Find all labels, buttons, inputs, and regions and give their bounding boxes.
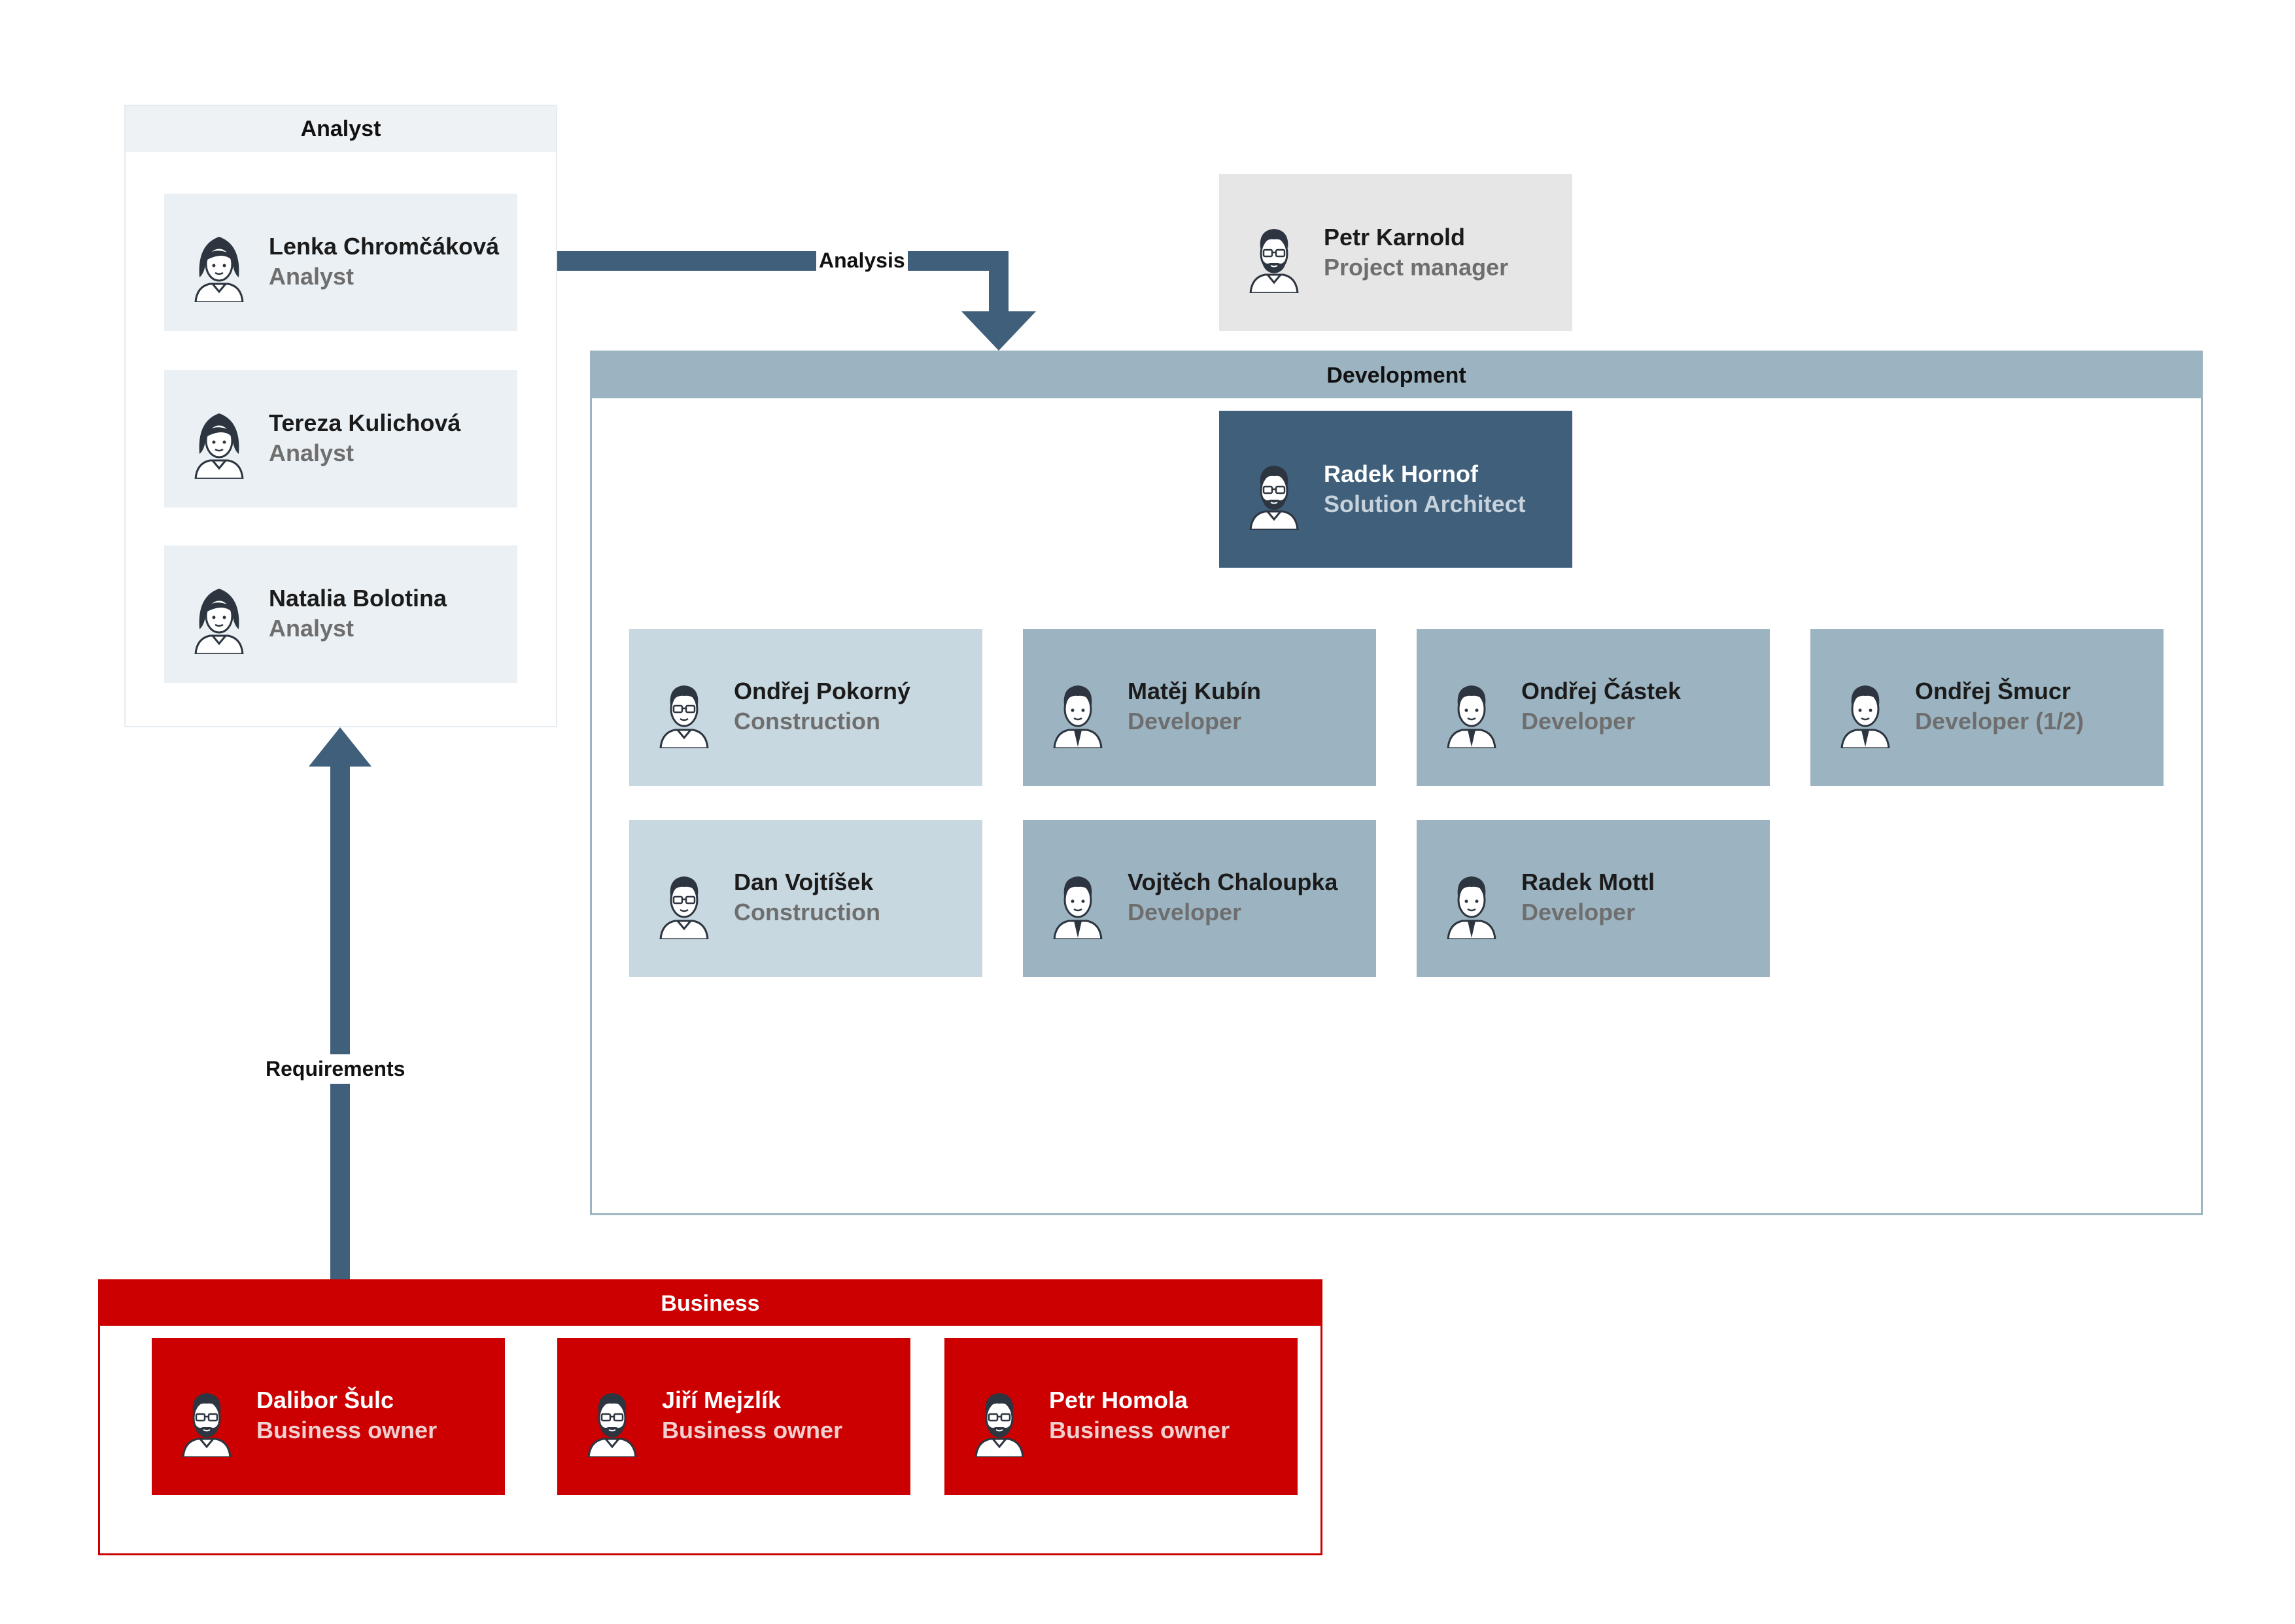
bearded-man-avatar-icon [973,1387,1026,1457]
person-name: Tereza Kulichová [269,409,461,436]
team-member-card[interactable]: Matěj Kubín Developer [1023,629,1376,786]
person-name: Ondřej Šmucr [1915,678,2071,704]
man-avatar-icon [1839,678,1891,748]
team-member-card[interactable]: Ondřej Šmucr Developer (1/2) [1810,629,2164,786]
person-name: Petr Homola [1049,1387,1188,1413]
requirements-label: Requirements [263,1054,408,1084]
person-role: Developer [1521,899,1636,925]
man-avatar-icon [1052,678,1104,748]
person-name: Ondřej Částek [1521,678,1682,704]
requirements-arrow-shaft [330,764,350,1281]
person-role: Analyst [269,615,354,642]
glasses-man-avatar-icon [658,678,710,748]
person-role: Project manager [1324,254,1509,281]
team-member-card[interactable]: Dan Vojtíšek Construction [629,820,982,977]
person-name: Radek Mottl [1521,869,1655,895]
business-group-header: Business [100,1281,1320,1326]
glasses-man-avatar-icon [658,869,710,939]
person-role: Business owner [662,1417,843,1443]
analysis-arrow-shaft [557,251,1009,271]
man-avatar-icon [1445,869,1498,939]
person-role: Developer [1128,899,1242,925]
person-name: Lenka Chromčáková [269,233,500,260]
analyst-group-title: Analyst [300,116,381,141]
woman-avatar-icon [193,583,245,654]
analyst-group-header: Analyst [126,106,556,152]
business-owner-card[interactable]: Jiří Mejzlík Business owner [557,1338,910,1495]
person-name: Dan Vojtíšek [734,869,874,895]
analysis-label: Analysis [816,249,908,273]
person-name: Radek Hornof [1324,460,1479,487]
bearded-man-avatar-icon [1248,222,1300,293]
woman-avatar-icon [193,232,245,302]
person-name: Dalibor Šulc [256,1387,394,1413]
man-avatar-icon [1052,869,1104,939]
person-name: Matěj Kubín [1128,678,1261,704]
person-role: Analyst [269,263,354,290]
development-group-header: Development [592,353,2201,398]
architect-card[interactable]: Radek Hornof Solution Architect [1219,411,1572,568]
person-role: Solution Architect [1324,491,1526,517]
person-name: Petr Karnold [1324,224,1466,251]
team-member-card[interactable]: Radek Mottl Developer [1417,820,1770,977]
person-role: Business owner [1049,1417,1230,1443]
person-role: Business owner [256,1417,438,1443]
development-group-title: Development [1326,362,1466,388]
man-avatar-icon [1445,678,1498,748]
bearded-man-avatar-icon [1248,459,1300,530]
person-role: Construction [734,708,880,734]
person-name: Ondřej Pokorný [734,678,911,704]
bearded-man-avatar-icon [586,1387,638,1457]
team-member-card[interactable]: Vojtěch Chaloupka Developer [1023,820,1376,977]
person-role: Developer (1/2) [1915,708,2084,734]
business-owner-card[interactable]: Dalibor Šulc Business owner [152,1338,505,1495]
person-role: Developer [1128,708,1242,734]
person-role: Construction [734,899,880,925]
analyst-card[interactable]: Lenka Chromčáková Analyst [164,194,517,331]
analyst-card[interactable]: Natalia Bolotina Analyst [164,545,517,683]
person-name: Jiří Mejzlík [662,1387,782,1413]
business-group-title: Business [661,1290,760,1316]
bearded-man-avatar-icon [181,1387,233,1457]
analysis-arrow-head [961,311,1036,351]
person-name: Vojtěch Chaloupka [1128,869,1338,895]
person-role: Analyst [269,440,354,466]
analyst-card[interactable]: Tereza Kulichová Analyst [164,370,517,508]
team-member-card[interactable]: Ondřej Částek Developer [1417,629,1770,786]
team-member-card[interactable]: Ondřej Pokorný Construction [629,629,982,786]
analysis-arrow-drop [989,251,1009,311]
person-role: Developer [1521,708,1636,734]
business-owner-card[interactable]: Petr Homola Business owner [944,1338,1298,1495]
project-manager-card[interactable]: Petr Karnold Project manager [1219,174,1572,331]
requirements-arrow-head [309,727,371,767]
person-name: Natalia Bolotina [269,585,447,612]
woman-avatar-icon [193,408,245,479]
